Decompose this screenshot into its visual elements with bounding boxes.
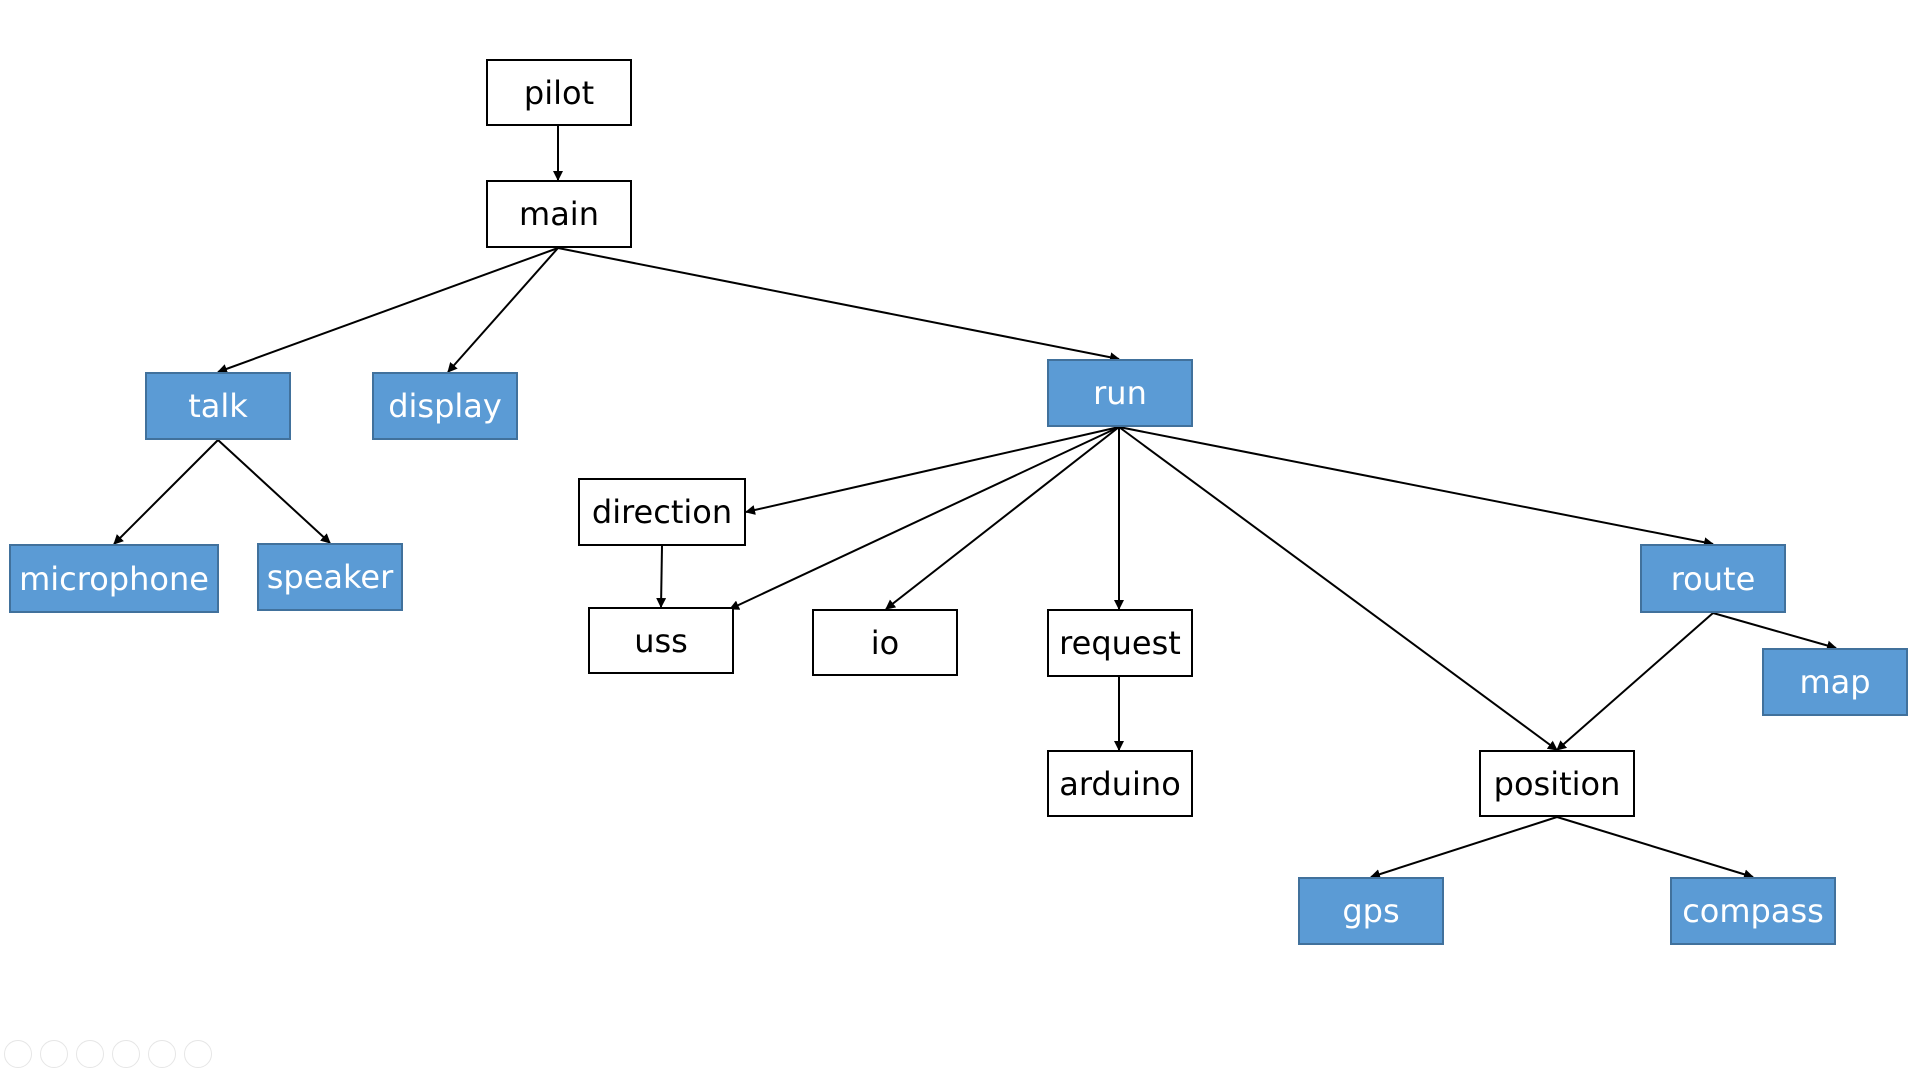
node-display: display (372, 372, 518, 440)
node-microphone: microphone (9, 544, 219, 613)
edge-run-to-direction (745, 426, 1120, 515)
node-io: io (812, 609, 958, 676)
edge-position-to-compass (1556, 816, 1754, 880)
edge-run-to-route (1118, 426, 1714, 548)
edge-run-to-position (1118, 426, 1558, 751)
zoom-icon[interactable] (148, 1040, 176, 1068)
previous-icon[interactable] (4, 1040, 32, 1068)
slide-toolbar (4, 1040, 212, 1068)
edge-talk-to-microphone (113, 439, 219, 545)
node-main: main (486, 180, 632, 248)
node-direction: direction (578, 478, 746, 546)
more-icon[interactable] (184, 1040, 212, 1068)
edge-talk-to-speaker (217, 439, 331, 544)
node-compass: compass (1670, 877, 1836, 945)
edge-run-to-uss (729, 426, 1120, 610)
node-arduino: arduino (1047, 750, 1193, 817)
node-speaker: speaker (257, 543, 403, 611)
edge-main-to-run (557, 247, 1120, 363)
node-run: run (1047, 359, 1193, 427)
node-uss: uss (588, 607, 734, 674)
pen-icon[interactable] (76, 1040, 104, 1068)
node-gps: gps (1298, 877, 1444, 945)
edge-position-to-gps (1370, 816, 1558, 879)
node-talk: talk (145, 372, 291, 440)
node-pilot: pilot (486, 59, 632, 126)
edge-main-to-talk (217, 247, 559, 374)
node-request: request (1047, 609, 1193, 677)
node-map: map (1762, 648, 1908, 716)
node-route: route (1640, 544, 1786, 613)
edge-route-to-position (1556, 612, 1714, 751)
edge-run-to-io (885, 426, 1120, 610)
edge-direction-to-uss (656, 545, 667, 608)
slides-icon[interactable] (112, 1040, 140, 1068)
node-position: position (1479, 750, 1635, 817)
edge-main-to-display (447, 247, 559, 373)
pointer-icon[interactable] (40, 1040, 68, 1068)
edge-route-to-map (1712, 612, 1837, 651)
